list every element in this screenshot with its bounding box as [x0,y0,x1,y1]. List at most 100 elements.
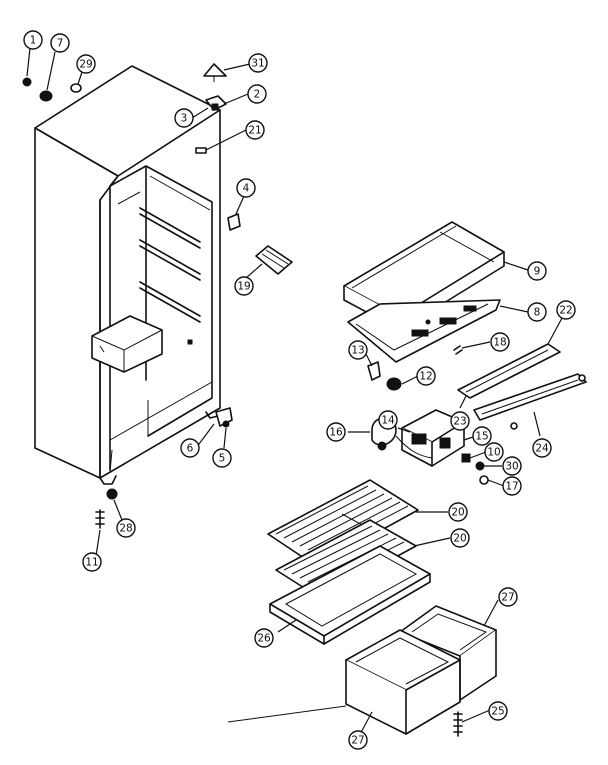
callout-number: 18 [493,337,506,349]
callout-2: 2 [247,84,267,104]
callout-number: 17 [505,481,518,493]
callout-number: 30 [505,461,518,473]
callout-circle [378,410,398,430]
callout-circle [234,276,254,296]
callout-number: 27 [501,592,514,604]
callout-5: 5 [212,448,232,468]
cabinet-small-parts [22,63,293,529]
callout-number: 1 [30,35,37,47]
callout-number: 21 [248,125,261,137]
callout-30: 30 [502,456,522,476]
crisper-pans [227,605,497,737]
callout-24: 24 [532,438,552,458]
callout-number: 31 [251,58,264,70]
callout-number: 23 [453,416,466,428]
callout-number: 22 [559,305,572,317]
callout-circle [23,30,43,50]
callout-16: 16 [326,422,346,442]
callout-22: 22 [556,300,576,320]
callout-circle [556,300,576,320]
callout-circle [254,628,274,648]
callout-25: 25 [488,701,508,721]
callout-7: 7 [50,33,70,53]
freezer-control-assembly [343,221,587,485]
callout-3: 3 [174,108,194,128]
callout-number: 24 [535,443,549,455]
callout-number: 13 [351,345,364,357]
callout-circle [212,448,232,468]
callout-17: 17 [502,476,522,496]
callout-number: 3 [181,113,188,125]
callout-20: 20 [448,502,468,522]
callout-number: 16 [329,427,343,439]
callout-circle [416,366,436,386]
callout-19: 19 [234,276,254,296]
callout-number: 19 [237,281,250,293]
leader-lines [26,47,563,739]
callout-circle [450,411,470,431]
callout-number: 2 [254,89,261,101]
callout-circle [484,442,504,462]
callout-circle [532,438,552,458]
callout-circle [498,587,518,607]
callout-number: 14 [381,415,395,427]
callout-number: 28 [119,523,132,535]
callout-circle [488,701,508,721]
callout-14: 14 [378,410,398,430]
callout-20: 20 [450,528,470,548]
callout-circle [472,426,492,446]
callout-circle [76,54,96,74]
refrigerator-shelves [267,479,431,645]
callout-number: 5 [219,453,226,465]
callout-circle [527,261,547,281]
callout-circle [174,108,194,128]
callout-circle [180,438,200,458]
callout-circle [527,302,547,322]
callout-circle [236,178,256,198]
callout-27: 27 [498,587,518,607]
callout-number: 27 [351,735,364,747]
callout-circle [50,33,70,53]
callout-number: 20 [453,533,466,545]
callout-circle [247,84,267,104]
callout-circle [248,53,268,73]
callout-4: 4 [236,178,256,198]
callout-circle [450,528,470,548]
callout-27: 27 [348,730,368,750]
callout-number: 6 [187,443,194,455]
callout-circle [490,332,510,352]
callout-circle [448,502,468,522]
callout-number: 12 [419,371,432,383]
callout-28: 28 [116,518,136,538]
callout-12: 12 [416,366,436,386]
callout-number: 9 [534,266,541,278]
callout-circle [245,120,265,140]
callout-number: 25 [491,706,504,718]
callout-1: 1 [23,30,43,50]
callout-13: 13 [348,340,368,360]
callout-23: 23 [450,411,470,431]
callout-circle [326,422,346,442]
callout-number: 20 [451,507,464,519]
refrigerator-cabinet [34,65,221,485]
callout-15: 15 [472,426,492,446]
callout-number: 29 [79,59,92,71]
callout-number: 4 [243,183,250,195]
callout-29: 29 [76,54,96,74]
callout-circle [502,456,522,476]
callout-number: 8 [534,307,541,319]
callout-26: 26 [254,628,274,648]
callout-number: 11 [85,557,98,569]
callout-circle [82,552,102,572]
callout-6: 6 [180,438,200,458]
callout-circle [116,518,136,538]
callout-number: 15 [475,431,488,443]
callout-11: 11 [82,552,102,572]
callout-10: 10 [484,442,504,462]
callout-number: 7 [57,38,64,50]
callout-circle [502,476,522,496]
callout-number: 26 [257,633,271,645]
callout-21: 21 [245,120,265,140]
